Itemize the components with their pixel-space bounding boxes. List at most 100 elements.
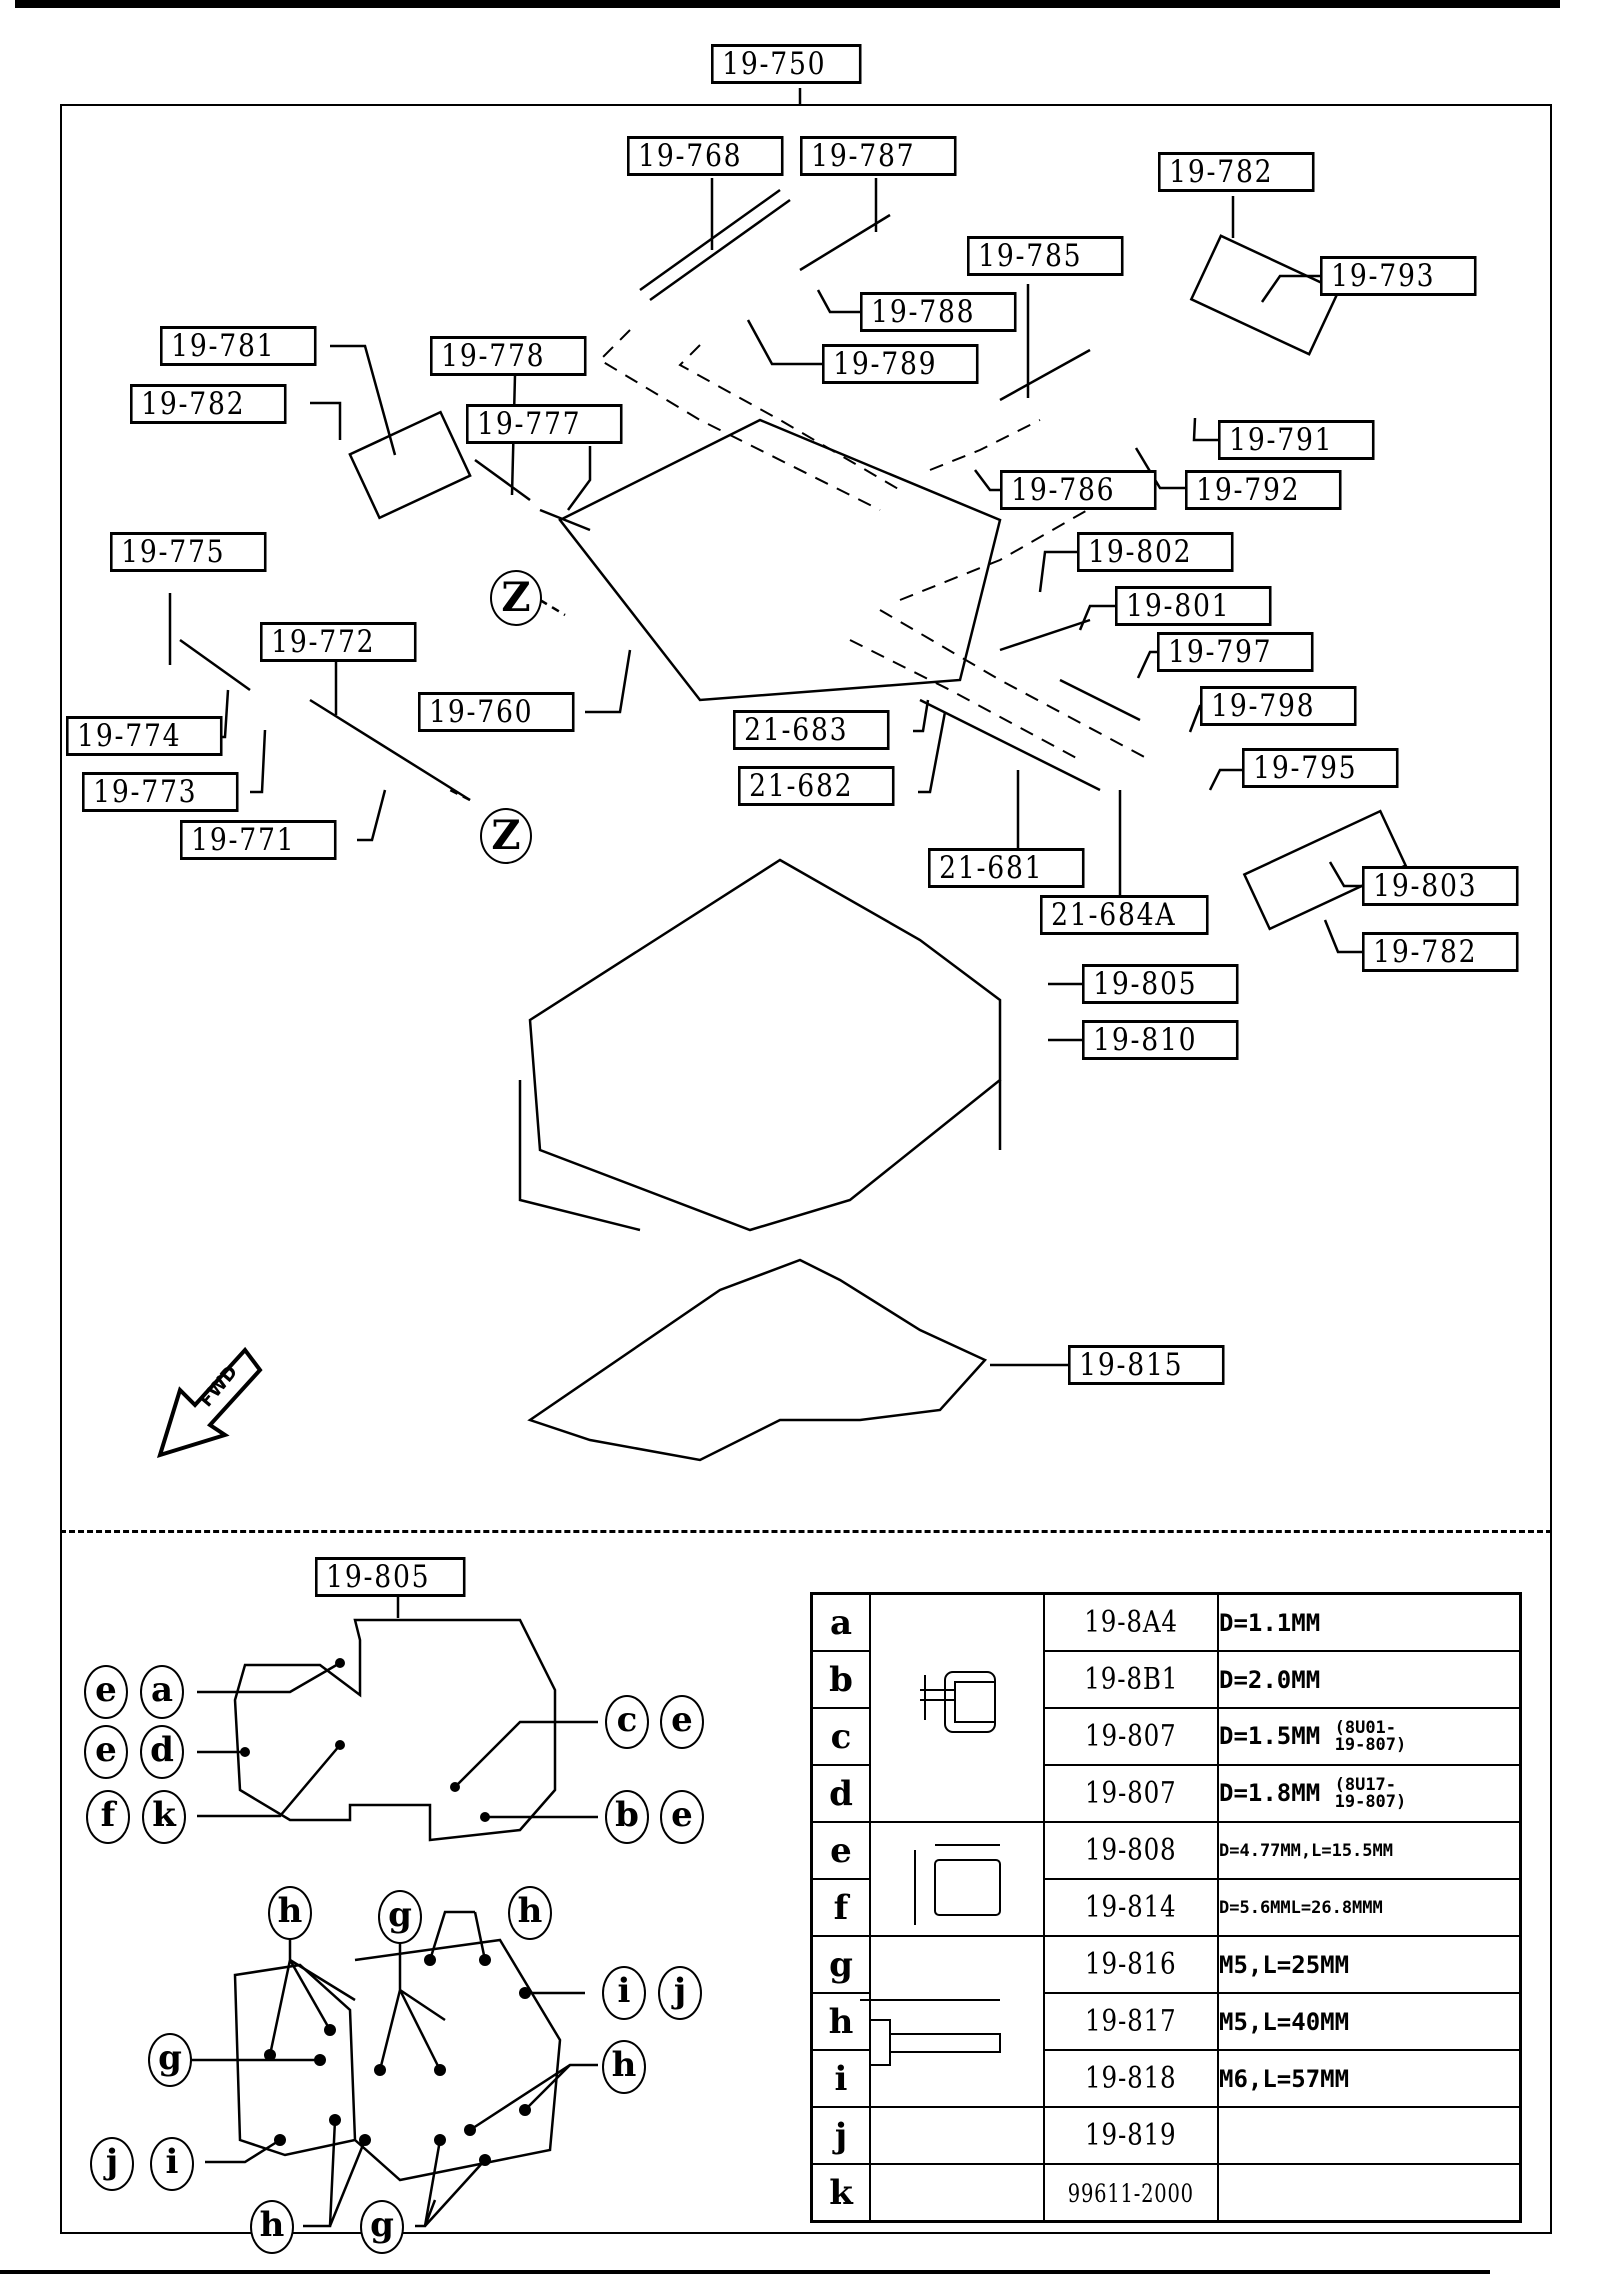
cover-plate-19-781	[348, 410, 472, 520]
spec-illustration-cell	[869, 2163, 1045, 2223]
cover-plate-19-803	[1242, 809, 1408, 931]
part-number-text[interactable]: 19-807	[1085, 1719, 1177, 1754]
part-number-text[interactable]: 19-814	[1085, 1890, 1177, 1925]
label-19-793[interactable]: 19-793	[1320, 256, 1477, 296]
label-19-760[interactable]: 19-760	[418, 692, 575, 732]
label-19-785[interactable]: 19-785	[967, 236, 1124, 276]
part-number-text[interactable]: 19-807	[1085, 1776, 1177, 1811]
valve-19-785	[999, 348, 1091, 402]
spec-illustration-cell	[869, 2106, 1045, 2165]
z-connection-marker: Z	[490, 570, 542, 626]
spec-description: M5,L=40MM	[1217, 1992, 1522, 2051]
description-text: M6,L=57MM	[1219, 2064, 1350, 2093]
callout-e: e	[84, 1725, 128, 1779]
part-number-text[interactable]: 19-819	[1085, 2118, 1177, 2153]
spec-key: c	[810, 1707, 871, 1766]
label-19-803[interactable]: 19-803	[1362, 866, 1519, 906]
callout-a: a	[140, 1665, 184, 1719]
part-number-text[interactable]: 19-8B1	[1084, 1662, 1178, 1697]
valve-19-771	[309, 698, 471, 802]
label-assembly-19-750[interactable]: 19-750	[711, 44, 862, 84]
callout-j: j	[90, 2137, 134, 2191]
callout-k: k	[142, 1790, 186, 1844]
label-19-787[interactable]: 19-787	[800, 136, 957, 176]
label-19-786[interactable]: 19-786	[1000, 470, 1157, 510]
callout-h: h	[508, 1886, 552, 1940]
part-number-text[interactable]: 19-8A4	[1084, 1605, 1178, 1640]
label-19-782[interactable]: 19-782	[1362, 932, 1519, 972]
spec-part-number[interactable]: 19-814	[1043, 1878, 1219, 1937]
label-19-795[interactable]: 19-795	[1242, 748, 1399, 788]
part-number-text[interactable]: 19-818	[1085, 2061, 1177, 2096]
spec-part-number[interactable]: 19-816	[1043, 1935, 1219, 1994]
spec-key: k	[810, 2163, 871, 2223]
spec-key: i	[810, 2049, 871, 2108]
valve-spool-19-787	[799, 213, 891, 272]
label-19-788[interactable]: 19-788	[860, 292, 1017, 332]
label-21-681[interactable]: 21-681	[928, 848, 1085, 888]
label-19-773[interactable]: 19-773	[82, 772, 239, 812]
spec-part-number[interactable]: 19-807	[1043, 1764, 1219, 1823]
spec-key: d	[810, 1764, 871, 1823]
valve-body-19-760	[558, 418, 1002, 702]
spec-part-number[interactable]: 19-8B1	[1043, 1650, 1219, 1709]
label-19-789[interactable]: 19-789	[822, 344, 979, 384]
spec-part-number[interactable]: 19-808	[1043, 1821, 1219, 1880]
label-19-772[interactable]: 19-772	[260, 622, 417, 662]
part-number-text[interactable]: 99611-2000	[1067, 2179, 1195, 2208]
spec-part-number[interactable]: 99611-2000	[1043, 2163, 1219, 2223]
label-21-684A[interactable]: 21-684A	[1040, 895, 1209, 935]
label-19-768[interactable]: 19-768	[627, 136, 784, 176]
label-19-771[interactable]: 19-771	[180, 820, 337, 860]
z-connection-marker: Z	[480, 808, 532, 864]
model-note: (8U17- 19-807)	[1334, 1774, 1407, 1812]
label-21-682[interactable]: 21-682	[738, 766, 895, 806]
spec-description: D=5.6MML=26.8MMM	[1217, 1878, 1522, 1937]
label-detail-19-805[interactable]: 19-805	[315, 1557, 466, 1597]
spec-part-number[interactable]: 19-818	[1043, 2049, 1219, 2108]
label-19-797[interactable]: 19-797	[1157, 632, 1314, 672]
callout-h: h	[250, 2200, 294, 2254]
valve-body-19-810	[518, 1080, 1002, 1232]
part-number-text[interactable]: 19-808	[1085, 1833, 1177, 1868]
label-19-798[interactable]: 19-798	[1200, 686, 1357, 726]
spec-key: a	[810, 1592, 871, 1652]
valve-19-801	[999, 618, 1091, 652]
spec-description: D=1.5MM (8U01- 19-807)	[1217, 1707, 1522, 1766]
model-note: (8U01- 19-807)	[1334, 1717, 1407, 1755]
spec-illustration-cell	[869, 1592, 1045, 1823]
label-19-791[interactable]: 19-791	[1218, 420, 1375, 460]
spec-part-number[interactable]: 19-819	[1043, 2106, 1219, 2165]
plug-19-775	[179, 638, 251, 692]
cover-plate-19-793	[1189, 234, 1341, 356]
description-text: D=1.5MM	[1219, 1721, 1321, 1750]
label-19-810[interactable]: 19-810	[1082, 1020, 1239, 1060]
spec-illustration-cell	[869, 1821, 1045, 1937]
label-19-775[interactable]: 19-775	[110, 532, 267, 572]
label-19-792[interactable]: 19-792	[1185, 470, 1342, 510]
label-19-781[interactable]: 19-781	[160, 326, 317, 366]
callout-g: g	[378, 1890, 422, 1944]
label-19-815[interactable]: 19-815	[1068, 1345, 1225, 1385]
label-19-801[interactable]: 19-801	[1115, 586, 1272, 626]
label-19-802[interactable]: 19-802	[1077, 532, 1234, 572]
spec-key: f	[810, 1878, 871, 1937]
spec-part-number[interactable]: 19-807	[1043, 1707, 1219, 1766]
label-19-782[interactable]: 19-782	[130, 384, 287, 424]
spec-part-number[interactable]: 19-817	[1043, 1992, 1219, 2051]
diagram-frame	[60, 104, 1552, 2234]
label-19-782[interactable]: 19-782	[1158, 152, 1315, 192]
label-19-774[interactable]: 19-774	[66, 716, 223, 756]
label-21-683[interactable]: 21-683	[733, 710, 890, 750]
label-19-805[interactable]: 19-805	[1082, 964, 1239, 1004]
label-19-777[interactable]: 19-777	[466, 404, 623, 444]
label-19-778[interactable]: 19-778	[430, 336, 587, 376]
description-text: M5,L=40MM	[1219, 2007, 1350, 2036]
callout-i: i	[150, 2137, 194, 2191]
part-number-text[interactable]: 19-817	[1085, 2004, 1177, 2039]
spec-part-number[interactable]: 19-8A4	[1043, 1592, 1219, 1652]
valve-19-777	[539, 508, 591, 532]
part-number-text[interactable]: 19-816	[1085, 1947, 1177, 1982]
